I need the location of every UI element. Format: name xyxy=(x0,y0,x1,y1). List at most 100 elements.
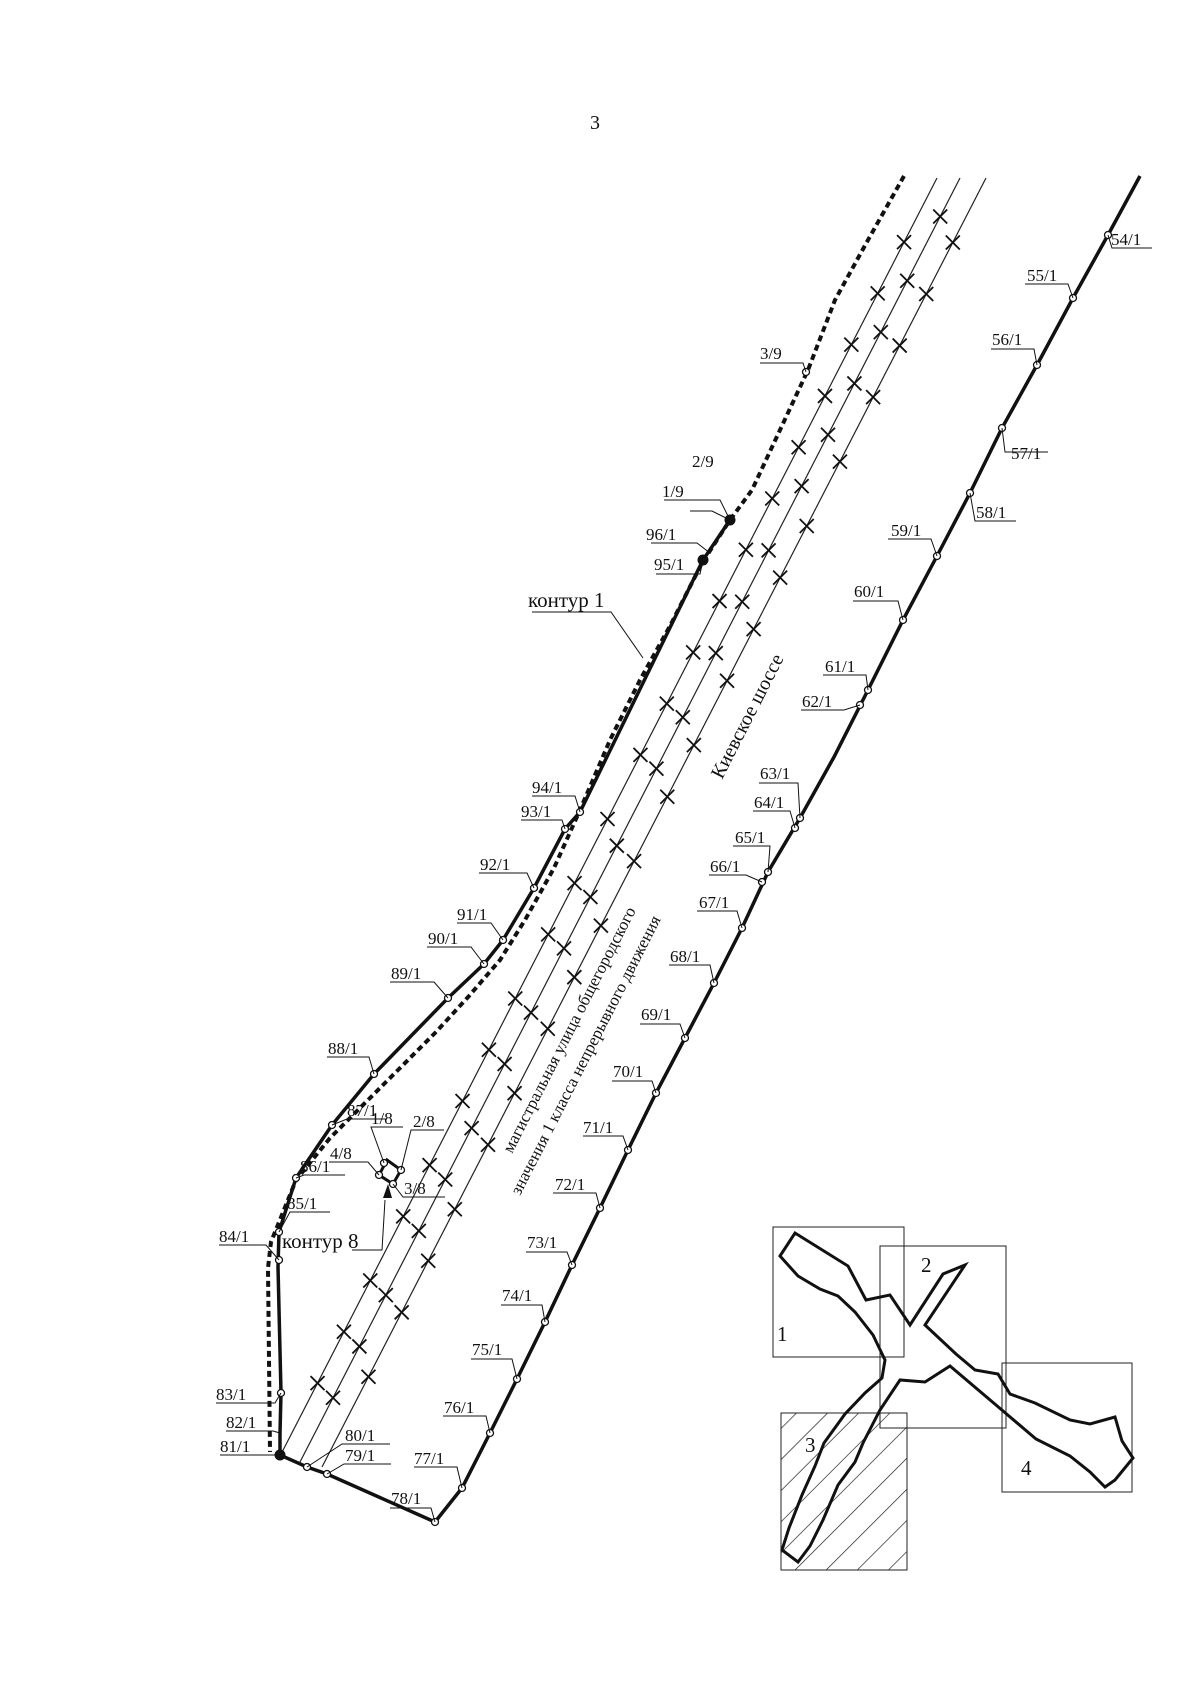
road-x-marker xyxy=(496,1056,513,1072)
road-x-marker xyxy=(708,645,724,661)
road-x-marker xyxy=(378,1287,394,1303)
point-label: 80/1 xyxy=(345,1426,375,1445)
road-x-marker xyxy=(790,439,807,455)
road-x-marker xyxy=(566,875,583,891)
road-x-marker xyxy=(632,747,649,763)
point-label: 75/1 xyxy=(472,1340,502,1359)
road-x-marker xyxy=(899,273,915,289)
road-x-marker xyxy=(870,285,886,302)
label-leaders xyxy=(216,234,1152,1523)
boundary-right xyxy=(433,175,1142,1524)
road-x-marker xyxy=(411,1223,427,1239)
sheet-3-label: 3 xyxy=(805,1433,816,1457)
road-x-marker xyxy=(540,1021,556,1037)
road-x-marker xyxy=(738,542,754,558)
road-x-marker xyxy=(832,453,848,470)
point-label: 3/9 xyxy=(760,344,782,363)
road-x-marker xyxy=(421,1157,438,1173)
page-number: 3 xyxy=(590,112,600,134)
sheet-index-map: 1 2 3 4 xyxy=(772,1226,1135,1571)
point-label: 70/1 xyxy=(613,1062,643,1081)
road-x-marker xyxy=(506,1085,523,1101)
road-x-marker xyxy=(764,490,780,507)
point-label: 62/1 xyxy=(802,692,832,711)
road-x-marker xyxy=(945,234,961,251)
road-x-marker xyxy=(626,853,642,869)
road-x-marker xyxy=(745,621,762,637)
point-label: 72/1 xyxy=(555,1175,585,1194)
point-label: 4/8 xyxy=(330,1144,352,1163)
point-label: 56/1 xyxy=(992,330,1022,349)
point-label: 54/1 xyxy=(1111,230,1141,249)
road-x-marker xyxy=(362,1272,378,1289)
road-x-marker xyxy=(846,375,863,392)
point-label: 64/1 xyxy=(754,793,784,812)
point-label: 87/1 xyxy=(347,1101,377,1120)
point-label: 81/1 xyxy=(220,1437,250,1456)
point-label: 2/9 xyxy=(692,452,714,471)
sheet-3-frame xyxy=(780,1412,908,1571)
road-x-marker xyxy=(685,644,701,660)
road-x-marker xyxy=(659,695,675,712)
road-x-marker xyxy=(843,337,859,353)
point-label: 89/1 xyxy=(391,964,421,983)
point-label: 55/1 xyxy=(1027,266,1057,285)
road-x-marker xyxy=(648,761,665,777)
point-label: 58/1 xyxy=(976,503,1006,522)
road-x-marker xyxy=(892,337,908,354)
point-label: 71/1 xyxy=(583,1118,613,1137)
street-category-line1: магистральная улица общегородского xyxy=(499,904,640,1156)
point-label: 93/1 xyxy=(521,802,551,821)
road-x-marker xyxy=(351,1338,368,1355)
road-x-marker xyxy=(336,1324,352,1340)
road-x-marker xyxy=(799,518,815,534)
point-label: 65/1 xyxy=(735,828,765,847)
point-label: 57/1 xyxy=(1011,444,1041,463)
road-x-marker xyxy=(686,737,702,753)
road-x-marker xyxy=(360,1369,377,1385)
road-x-marker xyxy=(394,1304,410,1320)
road-x-marker xyxy=(540,926,556,943)
road-x-marker xyxy=(734,594,750,610)
road-x-marker xyxy=(817,388,833,404)
road-x-marker xyxy=(711,593,728,609)
road-x-marker xyxy=(566,969,582,985)
road-x-marker xyxy=(556,940,572,957)
point-label: 83/1 xyxy=(216,1385,246,1404)
point-label: 68/1 xyxy=(670,947,700,966)
point-label: 73/1 xyxy=(527,1233,557,1252)
road-x-marker xyxy=(447,1201,463,1217)
point-label: 88/1 xyxy=(328,1039,358,1058)
road-x-marker xyxy=(719,673,735,689)
point-label: 3/8 xyxy=(404,1179,426,1198)
road-x-marker xyxy=(437,1171,453,1188)
boundary-points xyxy=(274,230,1113,1527)
road-x-markers xyxy=(309,208,961,1406)
point-label: 82/1 xyxy=(226,1413,256,1432)
road-x-marker xyxy=(523,1004,539,1021)
road-x-marker xyxy=(325,1390,341,1406)
point-labels: 54/155/156/157/158/159/160/161/162/163/1… xyxy=(216,230,1141,1508)
sheet-2-label: 2 xyxy=(921,1253,932,1277)
contour8-label: контур 8 xyxy=(282,1229,359,1253)
road-x-marker xyxy=(599,811,616,827)
point-label: 61/1 xyxy=(825,657,855,676)
point-label: 91/1 xyxy=(457,905,487,924)
contour1-label: контур 1 xyxy=(528,588,605,612)
point-label: 79/1 xyxy=(345,1446,375,1465)
point-label: 78/1 xyxy=(391,1489,421,1508)
road-x-marker xyxy=(463,1120,480,1136)
road-x-marker xyxy=(932,208,948,225)
road-x-marker xyxy=(659,789,675,805)
point-label: 86/1 xyxy=(300,1157,330,1176)
point-label: 66/1 xyxy=(710,857,740,876)
road-name-label: Киевское шоссе xyxy=(707,650,789,782)
road-x-marker xyxy=(582,889,599,905)
road-x-marker xyxy=(507,990,523,1007)
road-x-marker xyxy=(395,1208,411,1225)
point-label: 92/1 xyxy=(480,855,510,874)
road-x-marker xyxy=(593,917,609,934)
road-x-marker xyxy=(481,1042,497,1058)
road-x-marker xyxy=(918,286,934,302)
